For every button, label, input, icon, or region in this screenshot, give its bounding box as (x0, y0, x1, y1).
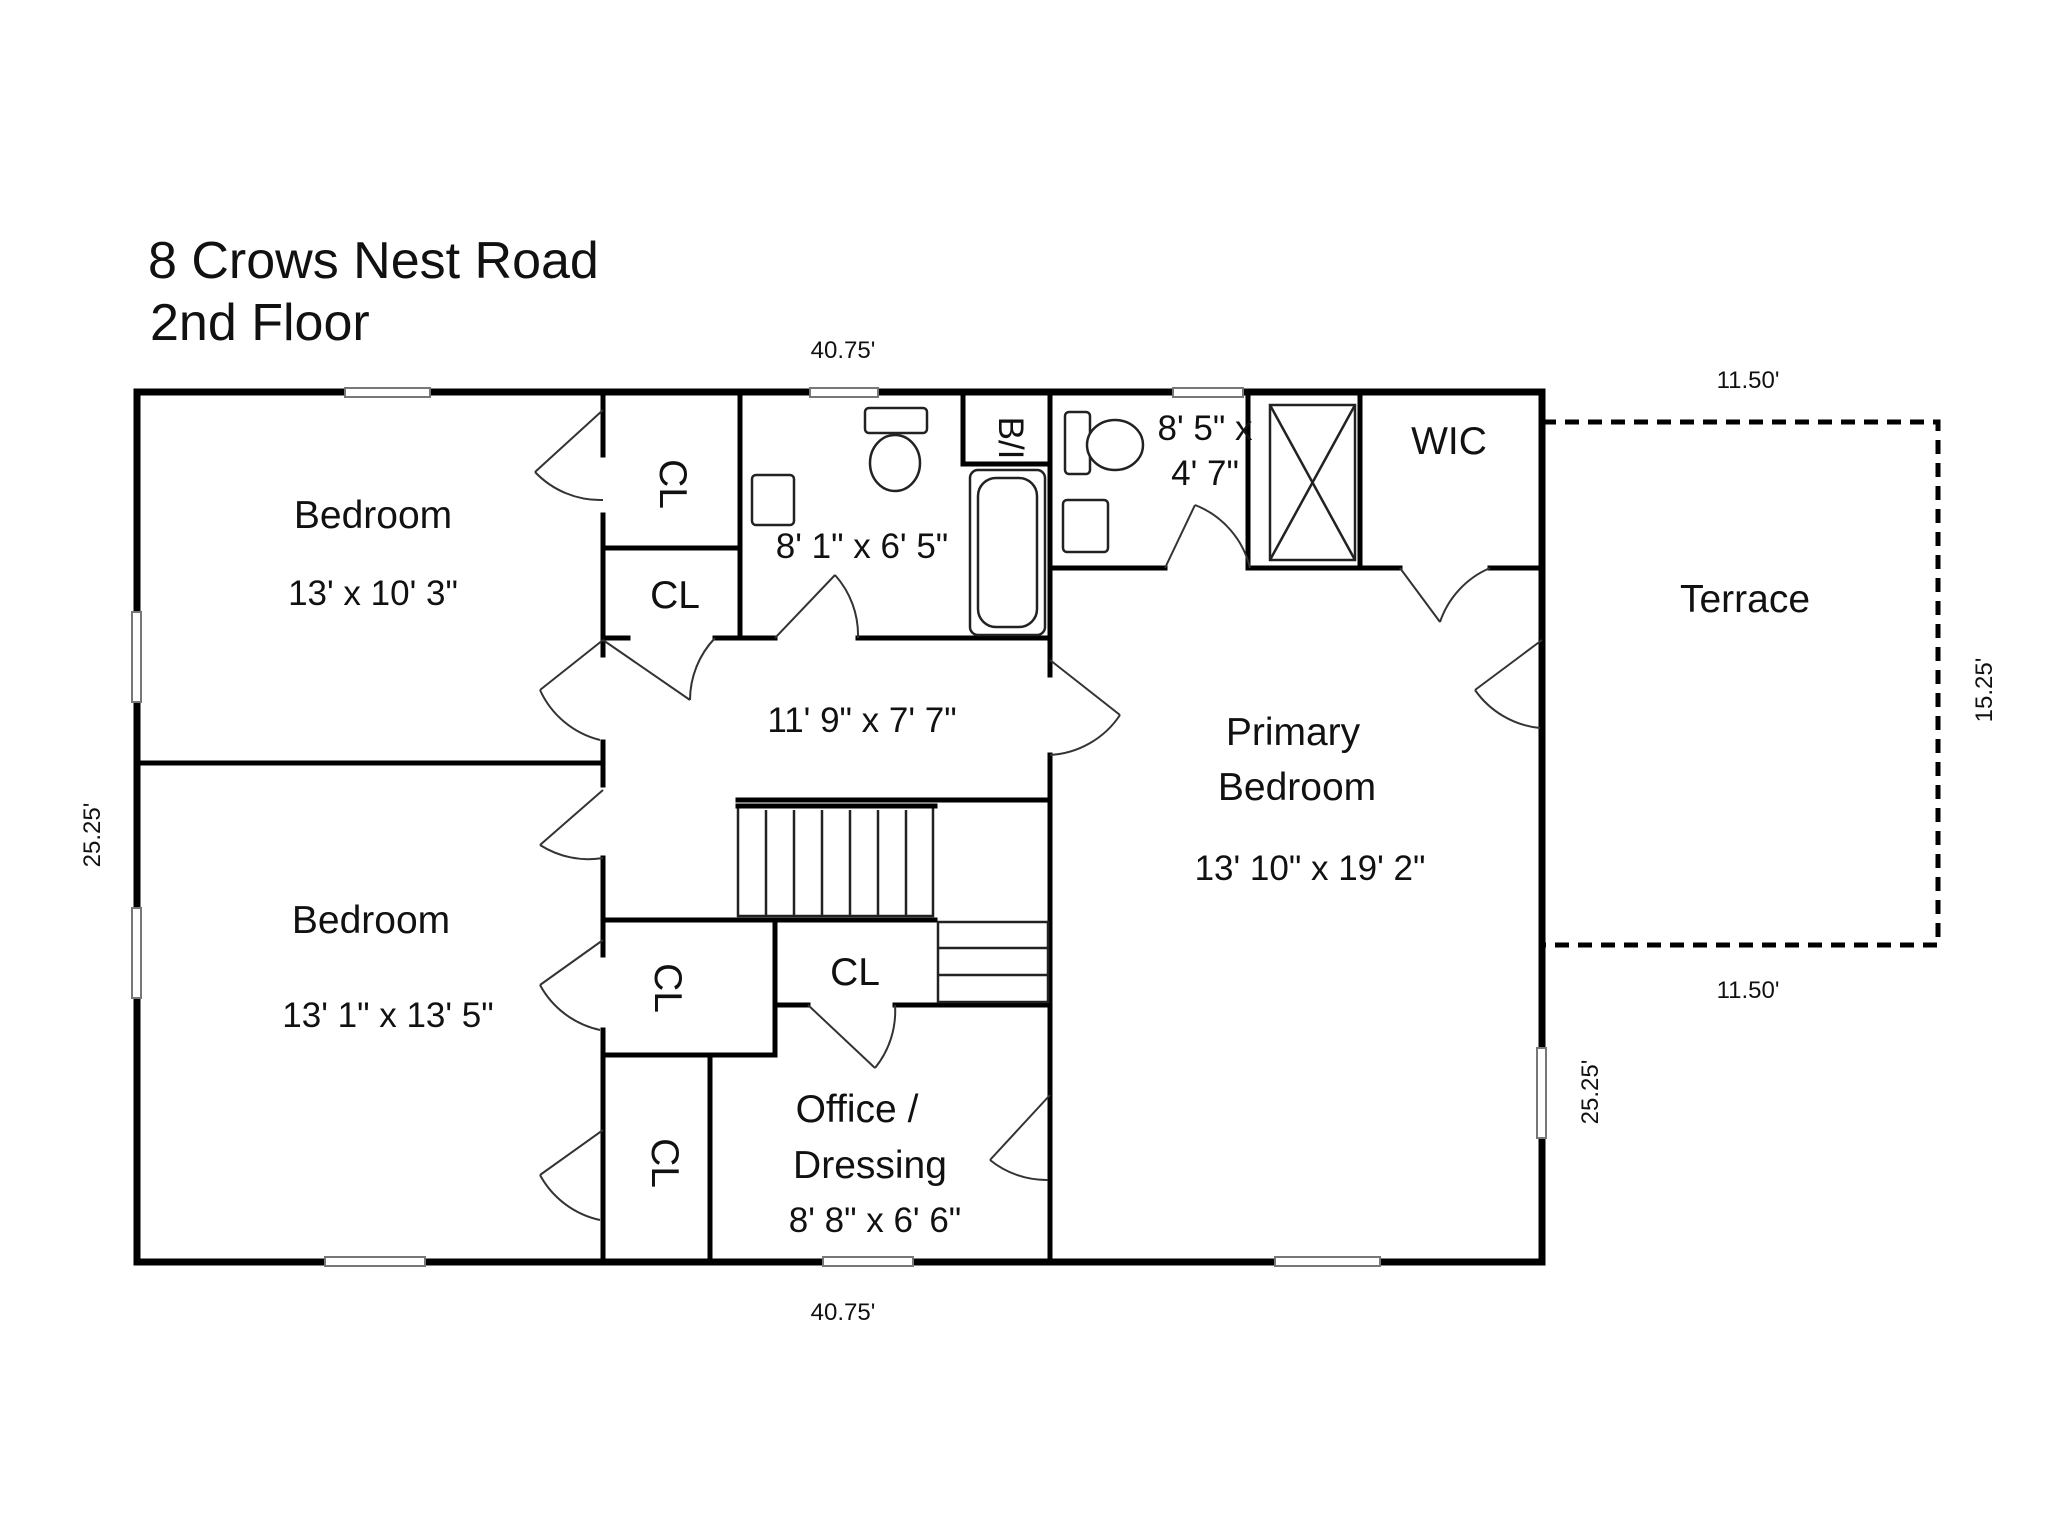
hall-size: 11' 9" x 7' 7" (767, 701, 956, 740)
dim-terrace-bottom: 11.50' (1717, 977, 1780, 1004)
bath-primary-size-1: 8' 5" x (1158, 409, 1253, 448)
sink (750, 473, 796, 527)
closet-label: CL (643, 1138, 686, 1188)
bedroom-1-size: 13' x 10' 3" (288, 574, 458, 613)
windows (131, 387, 1547, 1267)
exterior-dimensions: 40.75' 40.75' 25.25' 25.25' 11.50' 11.50… (79, 337, 1998, 1326)
built-in-label: B/I (991, 417, 1030, 460)
primary-bedroom-size: 13' 10" x 19' 2" (1195, 849, 1426, 888)
bedroom-2-size: 13' 1" x 13' 5" (282, 996, 493, 1035)
room-labels: Bedroom 13' x 10' 3" Bedroom 13' 1" x 13… (282, 409, 1810, 1240)
closet-label: CL (651, 459, 694, 509)
bath-primary-size-2: 4' 7" (1171, 454, 1239, 493)
office-name-1: Office / (796, 1088, 919, 1131)
bedroom-1-name: Bedroom (294, 494, 452, 537)
bath-fixtures (750, 403, 1357, 637)
doors (534, 409, 1543, 1221)
dim-right: 25.25' (1577, 1060, 1604, 1125)
terrace-outline (1542, 419, 1941, 948)
bedroom-2-name: Bedroom (292, 899, 450, 942)
plan-address: 8 Crows Nest Road (148, 232, 599, 290)
dim-terrace-side: 15.25' (1971, 658, 1998, 723)
plan-floor: 2nd Floor (150, 294, 370, 352)
dim-top: 40.75' (811, 337, 876, 364)
closet-label: CL (650, 574, 700, 617)
dim-terrace-top: 11.50' (1717, 367, 1780, 394)
toilet-tank (863, 406, 929, 435)
office-name-2: Dressing (793, 1144, 947, 1187)
primary-bedroom-name-2: Bedroom (1218, 766, 1376, 809)
toilet-bowl (868, 433, 922, 493)
bath-main-size: 8' 1" x 6' 5" (776, 527, 948, 566)
staircase (735, 803, 1050, 1004)
sink (1061, 498, 1110, 554)
office-size: 8' 8" x 6' 6" (789, 1201, 961, 1240)
interior-walls (134, 389, 1545, 1265)
dim-bottom: 40.75' (811, 1299, 876, 1326)
toilet-bowl (1085, 418, 1145, 472)
wic-label: WIC (1411, 420, 1487, 463)
dim-left: 25.25' (79, 803, 106, 868)
terrace-label: Terrace (1680, 578, 1810, 621)
closet-label: CL (830, 951, 880, 994)
primary-bedroom-name-1: Primary (1226, 711, 1361, 754)
closet-label: CL (646, 963, 689, 1013)
